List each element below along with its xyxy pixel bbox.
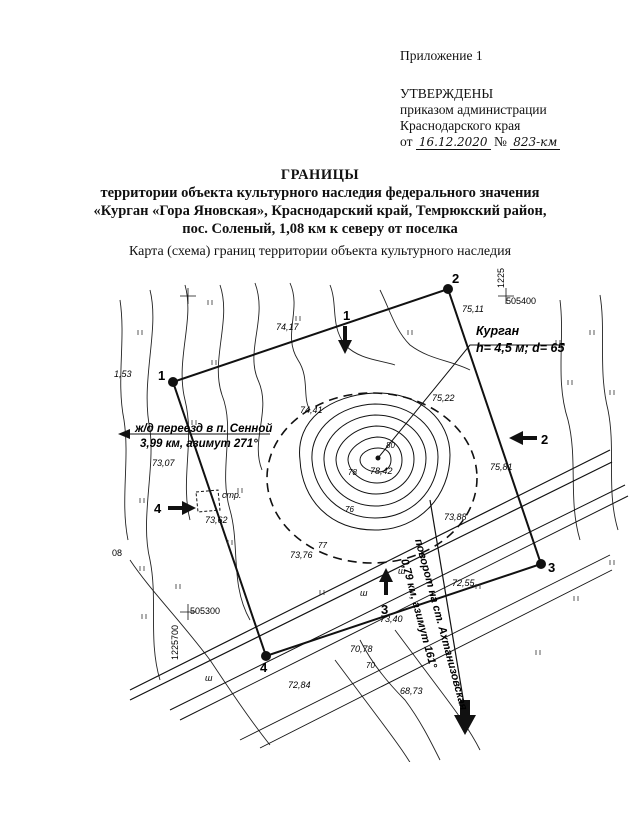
elevation-label: 78,42 — [370, 466, 393, 476]
boundary-point — [443, 284, 453, 294]
approved-by-line2: Краснодарского края — [400, 118, 521, 133]
order-number: 823-км — [510, 135, 561, 150]
view-arrows — [168, 326, 537, 595]
title-line3: пос. Соленый, 1,08 км к северу от поселк… — [182, 221, 458, 237]
boundary-point — [168, 377, 178, 387]
elevation-label: 72,84 — [288, 680, 311, 690]
view-arrow-2-icon — [509, 431, 537, 445]
boundary-point — [261, 651, 271, 661]
point-label-3: 3 — [548, 560, 555, 575]
point-label-2: 2 — [452, 271, 459, 286]
elevation-label: 73,76 — [290, 550, 313, 560]
order-date: 16.12.2020 — [415, 135, 491, 150]
grid-label: 08 — [112, 548, 122, 558]
view-arrow-1-label: 1 — [343, 308, 350, 323]
kurgan-dims-label: h= 4,5 м; d= 65 — [476, 341, 566, 355]
grid-crosses — [180, 288, 514, 620]
contour-value: 78 — [348, 468, 357, 477]
grid-label: 1225700 — [170, 625, 180, 660]
title-line2: «Курган «Гора Яновская», Краснодарский к… — [93, 203, 547, 219]
contour-value: 80 — [386, 441, 395, 450]
boundary-map: 1 2 3 4 1 2 3 4 ж/д переезд в п. Сенной … — [112, 268, 629, 762]
elevation-label: 74,17 — [276, 322, 300, 332]
kurgan-label: Курган — [476, 324, 520, 338]
view-arrow-4-label: 4 — [154, 501, 162, 516]
misc-label: ш — [398, 566, 406, 576]
elevation-label: 68,73 — [400, 686, 423, 696]
elevation-label: 72,55 — [452, 578, 476, 588]
contour-value: 70 — [366, 661, 375, 670]
railway-direction-arrow-icon — [118, 429, 130, 439]
elevation-label: 73,40 — [380, 614, 403, 624]
view-arrow-4-icon — [168, 501, 196, 515]
grid-label: 1225 — [496, 268, 506, 288]
view-arrow-1-icon — [338, 326, 352, 354]
point-label-4: 4 — [260, 660, 268, 675]
view-arrow-3-label: 3 — [381, 602, 388, 617]
contour-value-labels: 76 78 80 77 70 — [318, 441, 395, 670]
misc-label: ш — [205, 673, 213, 683]
view-arrow-2-label: 2 — [541, 432, 548, 447]
grid-labels: 1225 505400 505300 1225700 08 — [112, 268, 536, 660]
building-label: стр. — [222, 490, 241, 500]
grid-label: 505300 — [190, 606, 220, 616]
railway-crossing-label: ж/д переезд в п. Сенной — [134, 423, 272, 435]
order-line: от 16.12.2020 № 823-км — [400, 134, 561, 150]
approved-by-line1: приказом администрации — [400, 102, 547, 117]
railway-band — [129, 449, 629, 749]
vegetation-marks — [137, 300, 615, 655]
elevation-labels: 74,17 75,11 74,41 75,22 78,42 75,81 73,0… — [114, 304, 513, 696]
point-label-1: 1 — [158, 368, 165, 383]
grid-label: 505400 — [506, 296, 536, 306]
elevation-label: 70,78 — [350, 644, 373, 654]
title-line1: территории объекта культурного наследия … — [100, 185, 540, 201]
view-arrow-3-icon — [379, 568, 393, 595]
elevation-label: 74,41 — [300, 405, 323, 415]
approved-label: УТВЕРЖДЕНЫ — [400, 86, 494, 101]
elevation-label: 75,22 — [432, 393, 455, 403]
elevation-label: 73,62 — [205, 515, 228, 525]
kurgan-leader-line — [377, 344, 565, 459]
road-arrow-icon — [454, 700, 476, 735]
kurgan-contours — [299, 392, 451, 531]
kurgan-center-point — [375, 455, 381, 461]
boundary-point — [536, 559, 546, 569]
approval-block: Приложение 1 УТВЕРЖДЕНЫ приказом админис… — [400, 48, 561, 150]
map-layer: 1 2 3 4 1 2 3 4 ж/д переезд в п. Сенной … — [112, 268, 629, 762]
building-outline — [195, 489, 221, 513]
contour-value: 76 — [345, 505, 354, 514]
document-title: ГРАНИЦЫ территории объекта культурного н… — [0, 166, 640, 238]
map-caption: Карта (схема) границ территории объекта … — [128, 244, 512, 259]
elevation-label: 73,88 — [444, 512, 467, 522]
elevation-label: 73,07 — [152, 458, 176, 468]
elevation-label: 75,11 — [462, 304, 484, 314]
appendix-label: Приложение 1 — [400, 48, 483, 63]
number-label: № — [493, 134, 507, 149]
elevation-label: 1,53 — [114, 369, 132, 379]
kurgan-dashed-circle — [266, 392, 478, 564]
road-line — [429, 499, 466, 711]
misc-label: ш — [360, 588, 368, 598]
title-main: ГРАНИЦЫ — [280, 167, 360, 183]
from-label: от — [400, 134, 413, 149]
railway-distance-label: 3,99 км, азимут 271° — [140, 438, 258, 450]
contour-value: 77 — [318, 541, 327, 550]
elevation-label: 75,81 — [490, 462, 513, 472]
